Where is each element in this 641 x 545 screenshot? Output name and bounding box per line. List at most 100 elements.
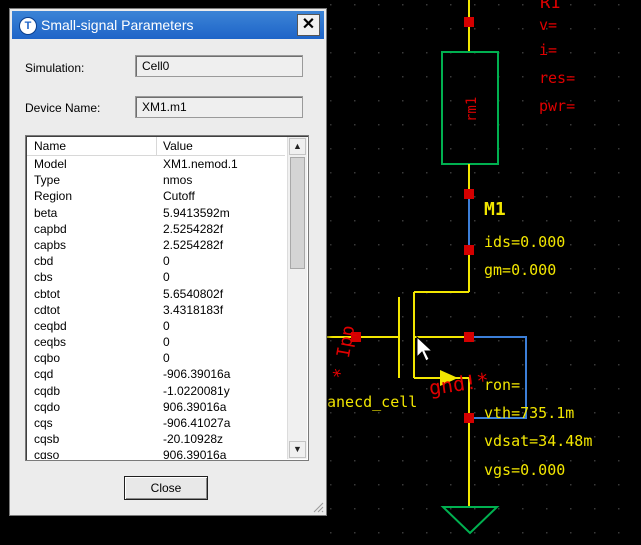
param-name: ceqbs	[34, 335, 67, 350]
table-row[interactable]: cqdo 906.39016a	[27, 400, 285, 416]
param-value: 0	[163, 318, 170, 333]
param-name: capbs	[34, 237, 67, 252]
net-label-gnd: gnd!*	[427, 368, 490, 400]
mosfet-param-vth: vth=735.1m	[484, 404, 574, 422]
mosfet-param-ron: ron=	[484, 376, 520, 394]
resize-grip-icon[interactable]	[312, 501, 324, 513]
param-name: Model	[34, 157, 67, 171]
resistor-r1[interactable]: rm1	[441, 0, 499, 199]
simulation-label: Simulation:	[25, 61, 85, 75]
param-name: cbs	[34, 270, 53, 285]
scroll-up-arrow-icon[interactable]: ▲	[289, 138, 306, 155]
param-value: 0	[163, 254, 170, 269]
param-value: 2.5254282f	[163, 237, 224, 252]
node-marker	[464, 413, 474, 423]
vertical-scrollbar[interactable]: ▲ ▼	[287, 137, 307, 459]
param-value: 906.39016a	[163, 399, 227, 414]
param-name: Type	[34, 173, 61, 188]
param-name: ceqbd	[34, 318, 67, 333]
ground-symbol	[440, 506, 500, 535]
table-row[interactable]: ceqbd 0	[27, 319, 285, 335]
simulation-field: Cell0	[135, 55, 303, 77]
resistor-inner-label: rm1	[464, 97, 480, 122]
param-value: -906.41027a	[163, 416, 231, 430]
table-row[interactable]: cbs 0	[27, 270, 285, 286]
resistor-param-i: i=	[539, 41, 557, 59]
resistor-param-pwr: pwr=	[539, 97, 575, 115]
table-row[interactable]: cqd -906.39016a	[27, 367, 285, 383]
table-row[interactable]: capbs 2.5254282f	[27, 238, 285, 254]
device-name-field: XM1.m1	[135, 96, 303, 118]
node-marker	[464, 332, 474, 342]
param-name: cqdo	[34, 399, 61, 414]
param-name: cqdb	[34, 383, 61, 398]
param-name: cqs	[34, 416, 53, 430]
title-bar[interactable]: T Small-signal Parameters ✕	[12, 11, 324, 39]
param-name: cqd	[34, 367, 54, 382]
param-value: 3.4318183f	[163, 302, 224, 317]
table-row[interactable]: ceqbs 0	[27, 335, 285, 351]
close-button[interactable]: Close	[124, 476, 208, 500]
small-signal-dialog[interactable]: T Small-signal Parameters ✕ Simulation: …	[9, 8, 327, 516]
param-value: 0	[163, 351, 170, 366]
dialog-title: Small-signal Parameters	[41, 17, 194, 33]
node-marker	[351, 332, 361, 342]
param-name: cqsb	[34, 432, 60, 447]
resistor-param-v: v=	[539, 16, 557, 34]
grid-dots	[330, 4, 620, 534]
mosfet-label: M1	[484, 199, 506, 220]
param-name: cdtot	[34, 302, 61, 317]
side-net-label: * Ipp	[329, 324, 359, 381]
param-value: -906.39016a	[163, 367, 231, 382]
table-row[interactable]: cbd 0	[27, 254, 285, 270]
table-row[interactable]: Type nmos	[27, 173, 285, 189]
table-row[interactable]: cdtot 3.4318183f	[27, 303, 285, 319]
mosfet-param-vdsat: vdsat=34.48m	[484, 432, 592, 450]
table-row[interactable]: cqdb -1.0220081y	[27, 384, 285, 400]
table-row[interactable]: cqs -906.41027a	[27, 416, 285, 432]
node-marker	[464, 189, 474, 199]
param-value: XM1.nemod.1	[163, 157, 238, 171]
resistor-param-res: res=	[539, 69, 575, 87]
mosfet-param-ids: ids=0.000	[484, 233, 565, 251]
net-wire	[474, 336, 527, 419]
param-value: -1.0220081y	[163, 383, 230, 398]
column-header-name[interactable]: Name	[34, 139, 67, 153]
param-value: 0	[163, 335, 170, 350]
column-header-value[interactable]: Value	[163, 139, 193, 153]
arrow	[440, 370, 458, 386]
device-name-label: Device Name:	[25, 101, 101, 115]
node-marker	[464, 17, 474, 27]
table-row[interactable]: Model XM1.nemod.1	[27, 157, 285, 173]
table-row[interactable]: beta 5.9413592m	[27, 206, 285, 222]
param-value: nmos	[163, 173, 193, 188]
table-row[interactable]: cqbo 0	[27, 351, 285, 367]
scrollbar-thumb[interactable]	[290, 157, 305, 269]
param-value: 2.5254282f	[163, 221, 224, 236]
resistor-label: R1	[540, 0, 560, 13]
param-name: capbd	[34, 221, 67, 236]
param-name: cqbo	[34, 351, 61, 366]
mosfet-param-gm: gm=0.000	[484, 261, 556, 279]
close-icon[interactable]: ✕	[297, 14, 320, 36]
mouse-cursor-icon	[416, 335, 434, 362]
param-name: cbd	[34, 254, 54, 269]
table-row[interactable]: cqsb -20.10928z	[27, 432, 285, 448]
param-value: -20.10928z	[163, 432, 224, 447]
param-name: cqso	[34, 448, 60, 459]
list-header: Name Value	[27, 137, 285, 156]
scroll-down-arrow-icon[interactable]: ▼	[289, 441, 306, 458]
param-value: 0	[163, 270, 170, 285]
column-divider[interactable]	[156, 137, 157, 155]
table-row[interactable]: capbd 2.5254282f	[27, 222, 285, 238]
param-value: 5.9413592m	[163, 205, 230, 220]
app-logo-icon: T	[19, 17, 37, 35]
cell-label: anecd_cell	[327, 393, 417, 411]
param-name: beta	[34, 205, 58, 220]
param-name: Region	[34, 189, 73, 204]
